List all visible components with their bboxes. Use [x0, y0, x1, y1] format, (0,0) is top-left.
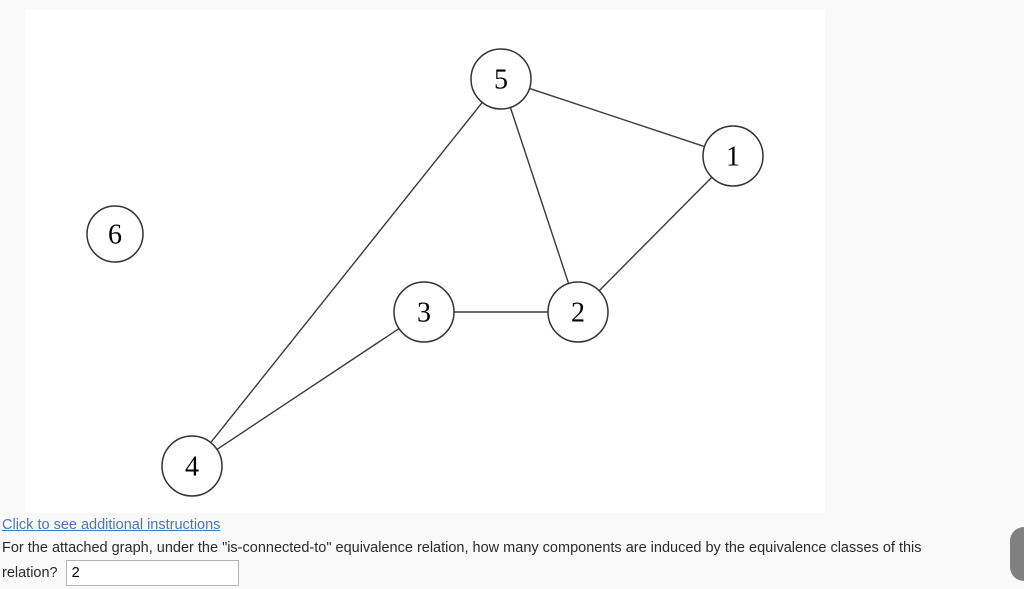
node-label-4: 4: [185, 452, 199, 483]
node-circle-5: [470, 48, 532, 110]
graph-node-3[interactable]: 3: [393, 281, 455, 343]
question-area: Click to see additional instructions For…: [0, 513, 1024, 589]
node-circle-4: [161, 435, 223, 497]
node-label-1: 1: [726, 142, 740, 173]
graph-edge-5-4: [210, 102, 483, 443]
node-circle-3: [393, 281, 455, 343]
graph-canvas: 5 1 6 3 2 4: [25, 10, 825, 513]
graph-edge-5-2: [509, 107, 570, 284]
answer-prompt-continuation: relation?: [2, 565, 58, 581]
node-circle-6: [86, 205, 144, 263]
answer-row: relation?: [2, 560, 1024, 586]
graph-node-1[interactable]: 1: [702, 125, 764, 187]
graph-nodes: 5 1 6 3 2 4: [86, 48, 764, 497]
node-label-5: 5: [494, 65, 508, 96]
graph-edges: [210, 87, 713, 450]
graph-node-2[interactable]: 2: [547, 281, 609, 343]
graph-node-5[interactable]: 5: [470, 48, 532, 110]
graph-node-4[interactable]: 4: [161, 435, 223, 497]
right-edge-handle[interactable]: [1010, 527, 1024, 581]
answer-input[interactable]: [65, 560, 239, 586]
node-circle-2: [547, 281, 609, 343]
graph-node-6[interactable]: 6: [86, 205, 144, 263]
question-prompt: For the attached graph, under the "is-co…: [2, 540, 922, 556]
graph-svg: 5 1 6 3 2 4: [86, 48, 764, 497]
additional-instructions-link[interactable]: Click to see additional instructions: [2, 517, 221, 533]
node-label-3: 3: [417, 298, 431, 329]
node-label-6: 6: [108, 220, 122, 251]
graph-edge-5-1: [529, 87, 705, 148]
node-circle-1: [702, 125, 764, 187]
node-label-2: 2: [571, 298, 585, 329]
graph-edge-3-4: [216, 328, 400, 450]
graph-edge-1-2: [598, 176, 713, 292]
